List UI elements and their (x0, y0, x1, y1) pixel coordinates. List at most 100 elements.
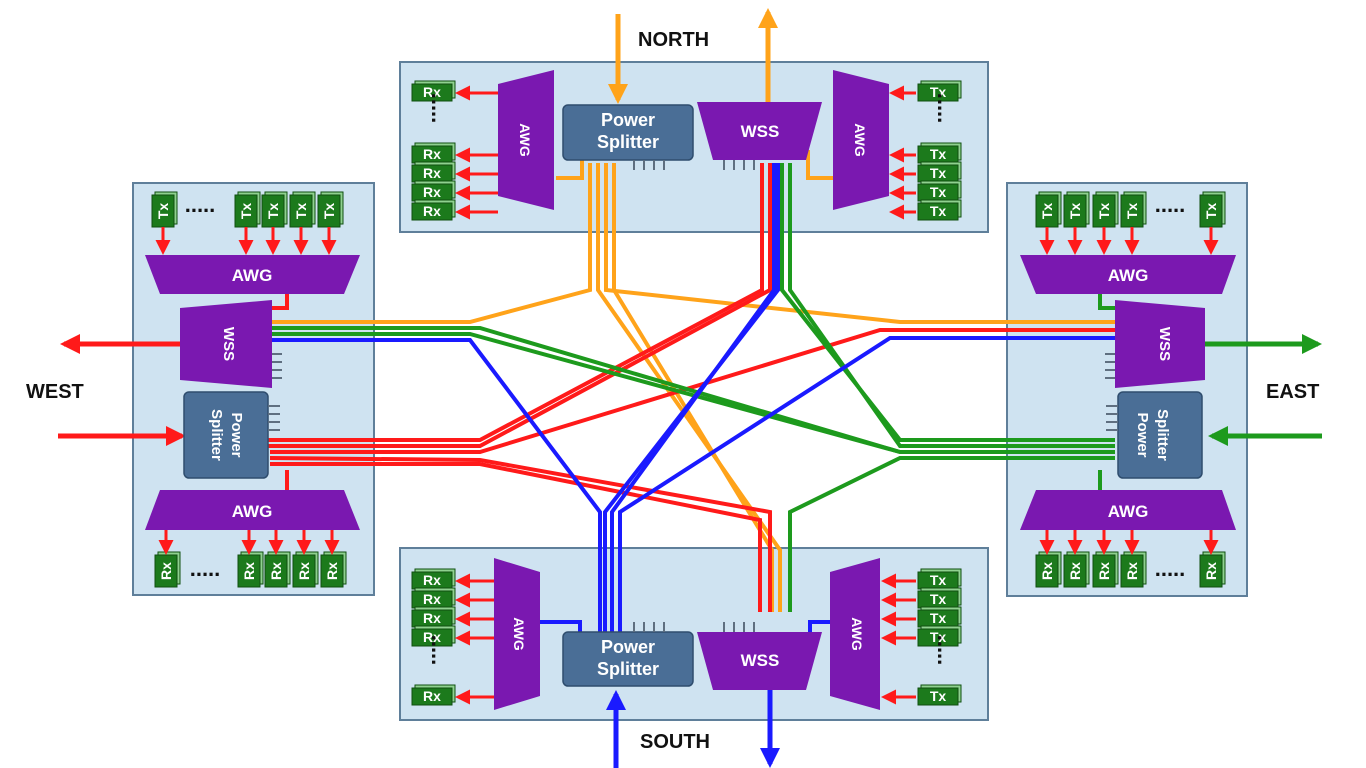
south-tx-3-label: Tx (930, 629, 947, 645)
north-tx-3: Tx (917, 180, 962, 202)
east-rx-4-label: Rx (1203, 562, 1219, 580)
north-tx-0-label: Tx (930, 84, 947, 100)
north-rx-2-label: Rx (423, 165, 441, 181)
south-splitter-line1: Power (601, 637, 655, 657)
south-splitter-line2: Splitter (597, 659, 659, 679)
north-rx-0: Rx (411, 80, 456, 102)
east-tx-0-label: Tx (1039, 203, 1055, 220)
north-tx-dots: ..... (933, 93, 958, 124)
west-rx-0-label: Rx (158, 562, 174, 580)
west-tx-1-label: Tx (238, 203, 254, 220)
west-rx-0: Rx (154, 551, 181, 588)
north-rx-2: Rx (411, 161, 456, 183)
north-awg-rx-label: AWG (517, 123, 533, 157)
north-rx-dots: ..... (427, 93, 452, 124)
north-rx-1: Rx (411, 142, 456, 164)
south-awg-rx-label: AWG (511, 617, 527, 651)
east-tx-dots: ..... (1155, 192, 1186, 217)
west-awg-tx: AWG (145, 255, 360, 294)
east-rx-1-label: Rx (1067, 562, 1083, 580)
north-rx-3-label: Rx (423, 184, 441, 200)
west-tx-0: Tx (151, 191, 178, 228)
south-tx-4-label: Tx (930, 688, 947, 704)
north-tx-4: Tx (917, 199, 962, 221)
west-awg-rx: AWG (145, 490, 360, 530)
south-tx-0: Tx (917, 568, 962, 590)
west-tx-3-label: Tx (293, 203, 309, 220)
west-rx-2-label: Rx (268, 562, 284, 580)
south-rx-3: Rx (411, 625, 456, 647)
north-node-panel (399, 61, 989, 233)
east-rx-4: Rx (1199, 551, 1226, 588)
south-rx-4-label: Rx (423, 688, 441, 704)
south-awg-tx: AWG (830, 558, 880, 710)
east-tx-1-label: Tx (1067, 203, 1083, 220)
north-tx-0: Tx (917, 80, 962, 102)
north-awg-tx: AWG (833, 70, 889, 210)
west-tx-1: Tx (234, 191, 261, 228)
west-tx-0-label: Tx (155, 203, 171, 220)
north-splitter-line1: Power (601, 110, 655, 130)
south-rx-1-label: Rx (423, 591, 441, 607)
east-rx-2: Rx (1092, 551, 1119, 588)
south-awg-rx: AWG (494, 558, 540, 710)
east-splitter-line1: Power (1134, 412, 1151, 457)
north-tx-1: Tx (917, 142, 962, 164)
north-rx-1-label: Rx (423, 146, 441, 162)
north-wss-label: WSS (741, 122, 780, 141)
east-awg-rx: AWG (1020, 490, 1236, 530)
south-rx-2: Rx (411, 606, 456, 628)
east-wss: WSS (1115, 300, 1205, 388)
east-awg-tx-label: AWG (1108, 266, 1149, 285)
west-rx-3: Rx (292, 551, 319, 588)
north-power-splitter: Power Splitter (562, 104, 694, 161)
south-awg-tx-label: AWG (849, 617, 865, 651)
east-tx-4-label: Tx (1203, 203, 1219, 220)
east-awg-tx: AWG (1020, 255, 1236, 294)
south-rx-3-label: Rx (423, 629, 441, 645)
west-tx-2: Tx (261, 191, 288, 228)
west-tx-dots: ..... (185, 192, 216, 217)
south-rx-dots: ..... (427, 635, 452, 666)
south-rx-4: Rx (411, 684, 456, 706)
south-tx-1: Tx (917, 587, 962, 609)
west-label: WEST (26, 381, 84, 403)
north-wss: WSS (697, 102, 822, 160)
west-splitter-line1: Power (228, 412, 245, 457)
east-rx-2-label: Rx (1096, 562, 1112, 580)
east-awg-rx-label: AWG (1108, 502, 1149, 521)
west-power-splitter: Power Splitter (183, 391, 269, 479)
west-rx-2: Rx (264, 551, 291, 588)
west-rx-3-label: Rx (296, 562, 312, 580)
east-tx-2-label: Tx (1096, 203, 1112, 220)
north-splitter-line2: Splitter (597, 132, 659, 152)
west-rx-1: Rx (237, 551, 264, 588)
west-wss-label: WSS (220, 327, 237, 361)
port-ticks (268, 160, 1118, 632)
north-tx-4-label: Tx (930, 203, 947, 219)
west-node-panel (132, 182, 375, 596)
west-awg-tx-label: AWG (232, 266, 273, 285)
south-tx-dots: ..... (933, 635, 958, 666)
north-rx-4: Rx (411, 199, 456, 221)
east-tx-4: Tx (1199, 191, 1226, 228)
north-awg-rx: AWG (498, 70, 554, 210)
south-node-panel (399, 547, 989, 721)
east-tx-3-label: Tx (1124, 203, 1140, 220)
south-tx-3: Tx (917, 625, 962, 647)
east-wss-label: WSS (1156, 327, 1173, 361)
east-rx-1: Rx (1063, 551, 1090, 588)
east-rx-0: Rx (1035, 551, 1062, 588)
west-rx-dots: ..... (190, 556, 221, 581)
west-rx-4-label: Rx (324, 562, 340, 580)
east-tx-2: Tx (1092, 191, 1119, 228)
west-tx-4-label: Tx (321, 203, 337, 220)
north-tx-3-label: Tx (930, 184, 947, 200)
north-rx-4-label: Rx (423, 203, 441, 219)
south-tx-1-label: Tx (930, 591, 947, 607)
north-label: NORTH (638, 29, 709, 51)
fiber-mesh (268, 163, 1115, 640)
east-tx-1: Tx (1063, 191, 1090, 228)
